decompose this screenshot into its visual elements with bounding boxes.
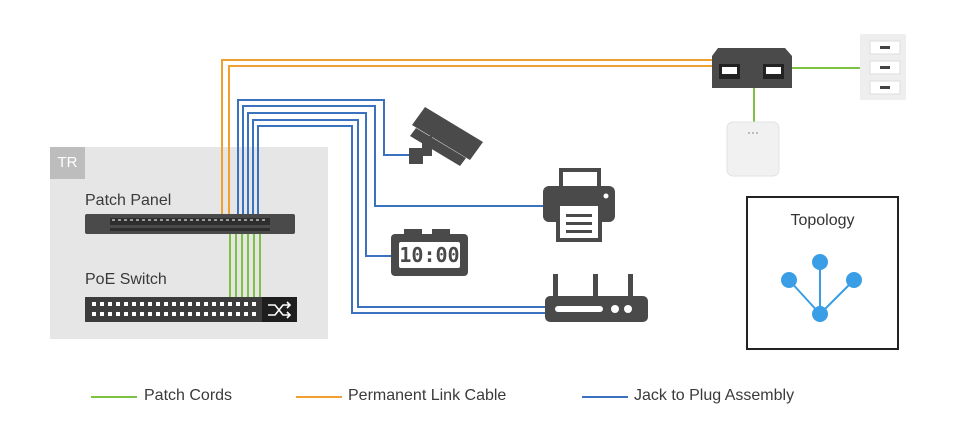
camera-cable	[237, 99, 410, 214]
topology-icon	[781, 254, 862, 322]
network-jack-icon	[712, 48, 792, 88]
access-point-icon	[726, 121, 780, 177]
permanent-link-cable-1	[221, 59, 712, 214]
legend-label-patch-cords: Patch Cords	[144, 387, 233, 404]
security-camera-icon	[409, 107, 483, 166]
permanent-link-cables	[221, 59, 712, 214]
router-icon	[545, 274, 648, 322]
legend-swatch-jack-to-plug	[582, 396, 628, 398]
patch-panel-label: Patch Panel	[85, 192, 172, 209]
topology-label: Topology	[790, 212, 855, 229]
jack-to-plug-cables	[237, 99, 545, 314]
poe-switch	[85, 297, 297, 322]
clock-display: 10:00	[399, 243, 459, 267]
legend-swatch-patch-cords	[91, 396, 137, 398]
clock-cable	[247, 112, 392, 257]
legend-label-permanent-link: Permanent Link Cable	[348, 387, 507, 404]
poe-switch-label: PoE Switch	[85, 271, 167, 288]
printer-icon	[543, 168, 615, 242]
router-cable-1	[252, 119, 545, 308]
permanent-link-cable-2	[228, 65, 712, 214]
topology-box	[746, 196, 899, 350]
tr-label: TR	[50, 147, 85, 179]
patch-cords	[229, 67, 860, 297]
printer-cable	[242, 105, 543, 214]
wall-outlet-icon	[860, 34, 906, 100]
router-cable-2	[257, 125, 545, 314]
digital-clock-icon: 10:00	[391, 229, 468, 276]
legend-swatch-permanent-link	[296, 396, 342, 398]
switch-shuffle-icon	[268, 301, 292, 319]
patch-panel	[85, 214, 295, 234]
legend-label-jack-to-plug: Jack to Plug Assembly	[634, 387, 795, 404]
